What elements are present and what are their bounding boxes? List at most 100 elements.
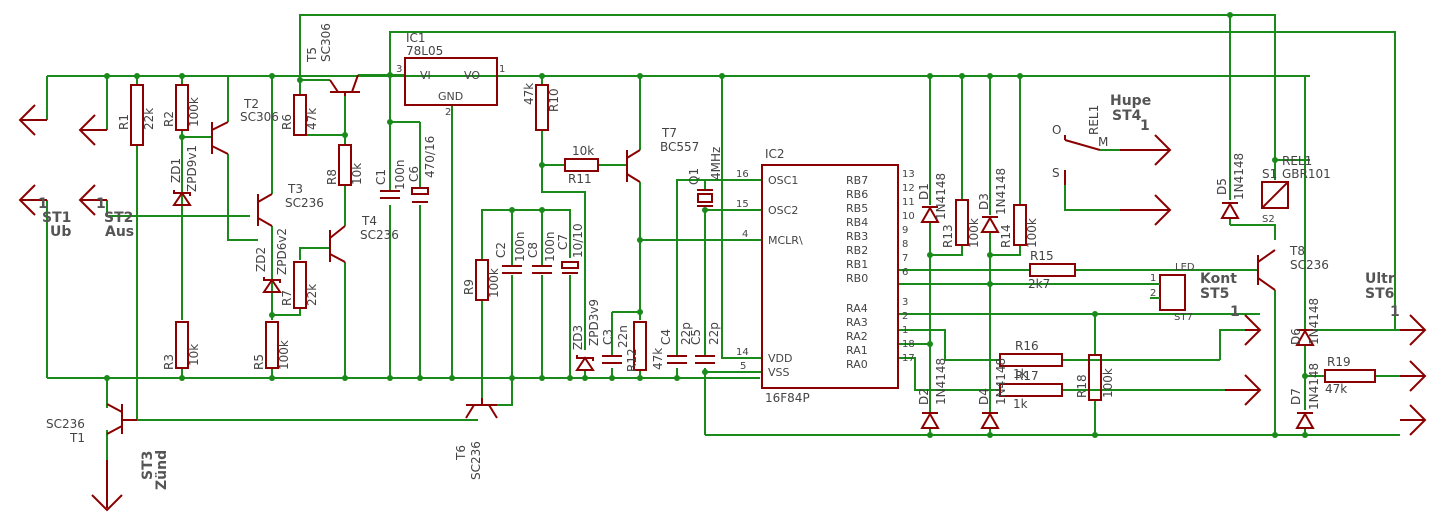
t3-symbol [257, 193, 273, 227]
r13-val: 100k [967, 218, 981, 248]
zd2-ref: ZD2 [254, 247, 268, 272]
r19-body [1324, 369, 1376, 383]
ic2-pin-num: 3 [902, 297, 908, 308]
c2-val: 100n [513, 231, 527, 262]
r12-val: 47k [651, 348, 665, 370]
t5-symbol [329, 74, 360, 96]
rel1-s: S [1052, 166, 1060, 180]
r15-body [1029, 263, 1076, 277]
r2-body [175, 84, 189, 131]
d7-val: 1N4148 [1307, 363, 1321, 410]
ic1-pin2: 2 [445, 107, 451, 118]
rel1-coil-part: GBR101 [1282, 167, 1331, 181]
d3-ref: D3 [977, 193, 991, 210]
t6-ref: T6 [454, 445, 468, 461]
ic2-pin-num: 18 [902, 339, 915, 350]
r6-ref: R6 [280, 114, 294, 130]
q1-val: 4MHz [709, 147, 723, 180]
r11-body [564, 158, 599, 172]
ic2-pin-label: RB7 [846, 174, 868, 187]
c6-val: 470/16 [423, 136, 437, 178]
ic2-pin-label: OSC2 [768, 204, 798, 217]
zd2-symbol [262, 277, 282, 293]
t6-symbol [465, 398, 498, 419]
r10-body [535, 84, 549, 131]
d2-ref: D2 [917, 388, 931, 405]
c4-val: 22p [679, 322, 693, 345]
ic2-pin-num: 17 [902, 353, 915, 364]
st6-name: Ultr [1365, 271, 1395, 287]
rel1-m: M [1098, 135, 1108, 149]
r19-ref: R19 [1327, 355, 1351, 369]
c1-ref: C1 [374, 169, 388, 185]
c8-symbol [532, 265, 552, 274]
st3-name: ST3 [140, 451, 156, 480]
st3-sub: Zünd [154, 450, 170, 490]
t5-ref: T5 [305, 47, 319, 63]
r17-ref: R17 [1015, 369, 1039, 383]
ic2-pin-label: RB1 [846, 258, 868, 271]
st4-sub: ST4 [1112, 108, 1142, 124]
ic2-pin-label: RB2 [846, 244, 868, 257]
st7-pin2: 2 [1150, 288, 1156, 299]
rel1-o: O [1052, 123, 1061, 137]
relay-coil [1261, 181, 1289, 209]
st7-led: LED [1175, 262, 1195, 273]
c5-ref: C5 [689, 329, 703, 345]
ic2-pin-num: 5 [740, 361, 746, 372]
st6-sub: ST6 [1365, 286, 1394, 302]
c3-ref: C3 [601, 329, 615, 345]
zd3-ref: ZD3 [571, 325, 585, 350]
ic2-pin-label: RB3 [846, 230, 868, 243]
r10-ref: R10 [547, 88, 561, 112]
d1-ref: D1 [917, 183, 931, 200]
st5-name: Kont [1200, 271, 1237, 287]
t2-symbol [211, 121, 229, 155]
ic2-pin-label: RA1 [846, 344, 868, 357]
st2-pin: 1 [96, 196, 106, 212]
ic2-pin-num: 9 [902, 225, 908, 236]
st7-pin1: 1 [1150, 273, 1156, 284]
c1-symbol [380, 190, 400, 199]
r18-ref: R18 [1075, 374, 1089, 398]
ic2-pin-num: 13 [902, 169, 915, 180]
t5-val: SC306 [319, 23, 333, 62]
r17-val: 1k [1013, 397, 1028, 411]
r14-val: 100k [1025, 218, 1039, 248]
d1-symbol [920, 205, 940, 223]
relay-contact [1064, 135, 1101, 185]
t8-ref: T8 [1289, 244, 1305, 258]
t4-ref: T4 [361, 214, 377, 228]
r5-val: 100k [277, 340, 291, 370]
d6-val: 1N4148 [1307, 298, 1321, 345]
ic2-pin-num: 7 [902, 253, 908, 264]
d7-ref: D7 [1289, 388, 1303, 405]
t1-val: SC236 [46, 417, 85, 431]
c4-symbol [667, 355, 687, 364]
r3-val: 10k [187, 344, 201, 366]
zd3-val: ZPD3v9 [587, 299, 601, 346]
r2-ref: R2 [162, 111, 176, 127]
c8-ref: C8 [526, 242, 540, 258]
ic2-pin-label: OSC1 [768, 174, 798, 187]
r11-val: 10k [572, 144, 594, 158]
t7-ref: T7 [661, 126, 677, 140]
ic2-pin-num: 8 [902, 239, 908, 250]
q1-ref: Q1 [687, 168, 701, 185]
ic2-pin-label: RA4 [846, 302, 868, 315]
st2-sub: Aus [105, 224, 134, 240]
ic1-gnd: GND [438, 90, 463, 103]
r19-val: 47k [1325, 382, 1347, 396]
capacitors [380, 187, 715, 364]
ic2-microcontroller [761, 164, 899, 389]
ic2-pin-label: RB0 [846, 272, 868, 285]
ic2-pin-label: VDD [768, 352, 792, 365]
rel1-coil-ref: REL1 [1282, 154, 1312, 168]
rel1-contact-ref: REL1 [1087, 105, 1101, 135]
r11-ref: R11 [568, 172, 592, 186]
r15-val: 2k7 [1028, 277, 1050, 291]
d1-val: 1N4148 [934, 173, 948, 220]
d3-symbol [980, 215, 1000, 233]
r8-body [338, 144, 352, 186]
